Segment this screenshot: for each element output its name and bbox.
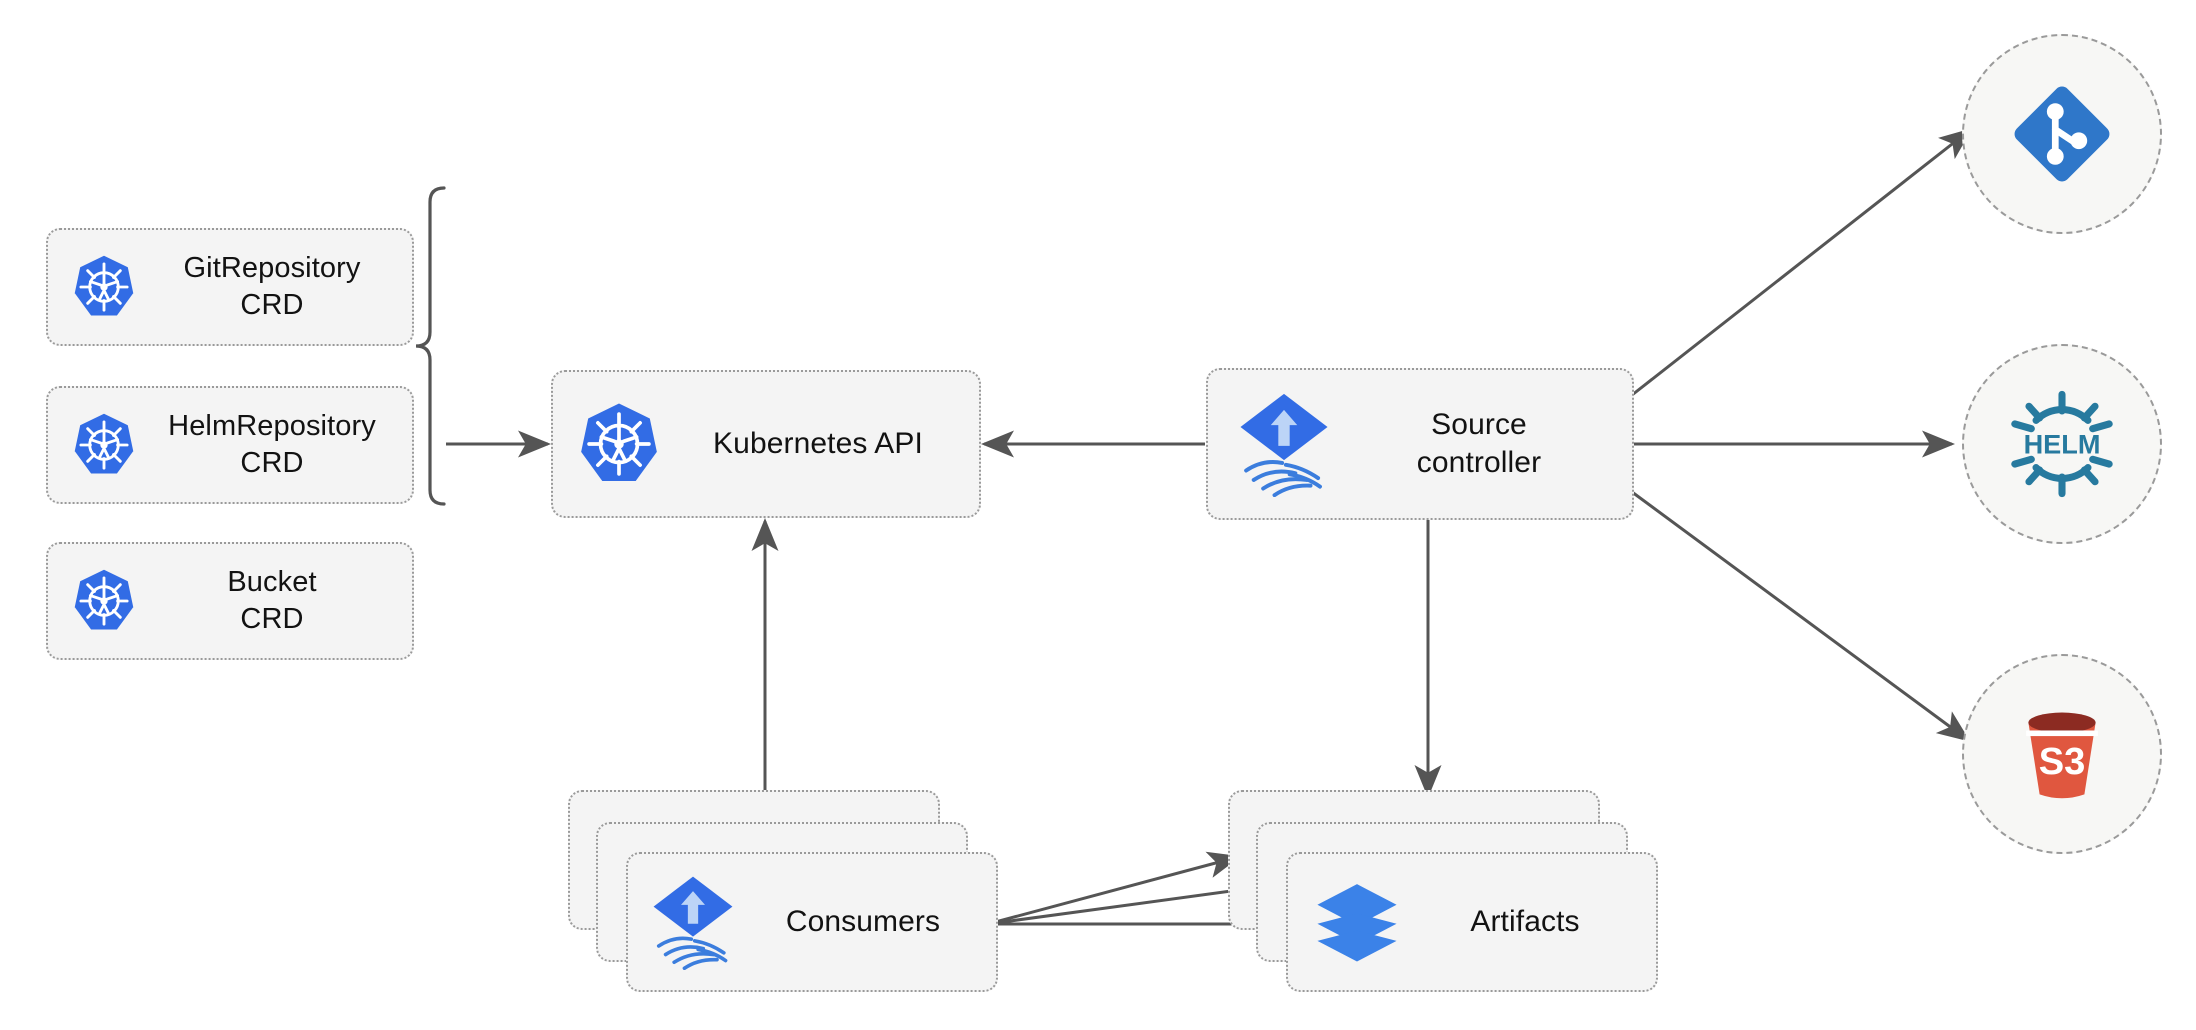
flux-icon: [650, 874, 736, 970]
crd-group-brace: [415, 186, 446, 506]
node-source-controller[interactable]: Source controller: [1206, 368, 1634, 520]
crd-box-bucket[interactable]: Bucket CRD: [46, 542, 414, 660]
kubernetes-icon: [70, 567, 138, 635]
external-node-s3[interactable]: S3: [1962, 654, 2162, 854]
s3-icon: S3: [2006, 698, 2118, 810]
node-artifacts[interactable]: Artifacts: [1286, 852, 1658, 992]
node-label: Artifacts: [1470, 904, 1580, 938]
crd-box-helmrepository[interactable]: HelmRepository CRD: [46, 386, 414, 504]
crd-label: HelmRepository CRD: [168, 409, 376, 479]
kubernetes-icon: [575, 400, 663, 488]
node-kubernetes-api[interactable]: Kubernetes API: [551, 370, 981, 518]
external-node-helm[interactable]: HELM: [1962, 344, 2162, 544]
kubernetes-icon: [70, 253, 138, 321]
git-icon: [2006, 78, 2118, 190]
node-label: Kubernetes API: [713, 426, 923, 460]
crd-box-gitrepository[interactable]: GitRepository CRD: [46, 228, 414, 346]
crd-label: GitRepository CRD: [183, 251, 361, 321]
external-node-git[interactable]: [1962, 34, 2162, 234]
kubernetes-icon: [70, 411, 138, 479]
edge-source-controller-to-s3: [1631, 490, 1971, 742]
node-consumers-stack[interactable]: Consumers: [568, 790, 998, 992]
crd-label: Bucket CRD: [227, 565, 317, 635]
layers-icon: [1314, 879, 1400, 965]
edge-source-controller-to-git: [1631, 128, 1973, 397]
edge-consumers-to-artifacts-mid: [987, 876, 1271, 926]
node-label: Consumers: [785, 904, 941, 938]
helm-icon: HELM: [2003, 385, 2121, 503]
s3-wordmark: S3: [2039, 741, 2086, 783]
helm-wordmark: HELM: [2024, 428, 2101, 459]
node-label: Source controller: [1416, 407, 1542, 479]
flux-icon: [1236, 391, 1332, 497]
node-artifacts-stack[interactable]: Artifacts: [1228, 790, 1658, 992]
node-consumers[interactable]: Consumers: [626, 852, 998, 992]
edge-consumers-to-artifacts-top: [987, 851, 1241, 926]
